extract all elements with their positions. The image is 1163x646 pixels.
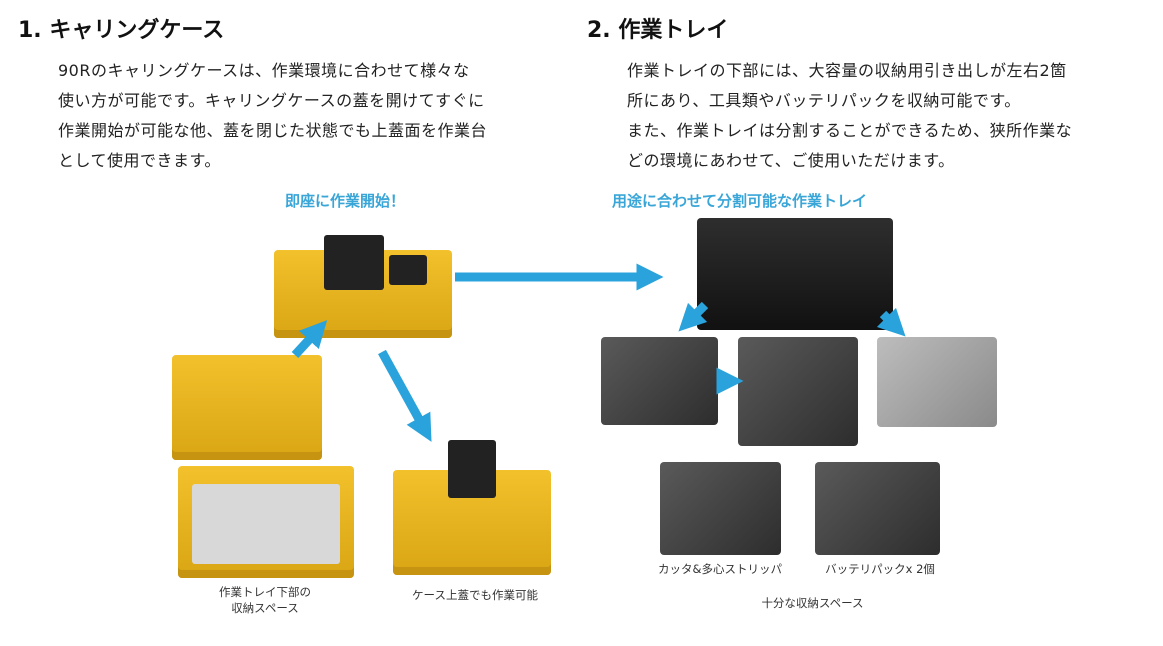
tray-device-photo	[738, 337, 858, 446]
arrow-down	[378, 349, 432, 442]
arrow-up	[291, 320, 328, 359]
closed-case-image	[172, 355, 322, 460]
section1-title: 1. キャリングケース	[18, 18, 225, 43]
section1-body: 90Rのキャリングケースは、作業環境に合わせて様々な 使い方が可能です。キャリン…	[58, 61, 488, 170]
section2-body: 作業トレイの下部には、大容量の収納用引き出しが左右2箇 所にあり、工具類やバッテ…	[627, 61, 1073, 170]
cutter-drawer-photo	[660, 462, 781, 555]
case-storage-image	[178, 466, 354, 578]
tray-right-photo	[877, 337, 997, 427]
arrow-tray-right	[876, 307, 906, 337]
tray-split-photo	[601, 337, 718, 425]
arrow-tray-left	[678, 301, 709, 332]
label-storage-space: 作業トレイ下部の 収納スペース	[219, 585, 311, 615]
section2-caption: 用途に合わせて分割可能な作業トレイ	[612, 192, 868, 210]
work-tray-image	[697, 218, 893, 330]
battery-drawer-photo	[815, 462, 940, 555]
section1-caption: 即座に作業開始！	[285, 192, 406, 210]
case-lid-work-image	[393, 440, 551, 575]
label-battery: バッテリパックx 2個	[825, 562, 935, 576]
label-enough-storage: 十分な収納スペース	[761, 596, 864, 610]
label-cutter: カッタ&多心ストリッパ	[658, 562, 782, 576]
section2-title: 2. 作業トレイ	[587, 18, 729, 43]
label-lid-work: ケース上蓋でも作業可能	[412, 588, 538, 602]
